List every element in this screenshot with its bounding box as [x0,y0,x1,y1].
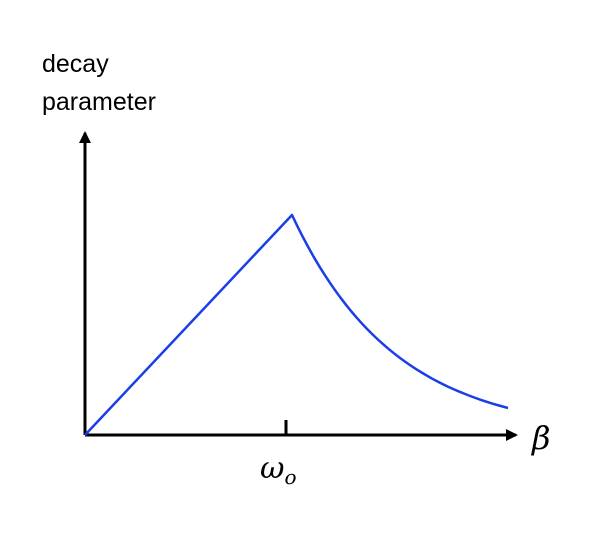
y-axis-label-line-2: parameter [42,88,156,116]
x-tick-label: ωo [260,451,297,489]
x-tick-label-subscript: o [284,465,296,489]
series-line [84,213,509,436]
x-tick-label-main: ω [260,451,284,486]
x-axis-label: β [531,419,551,457]
y-axis-label-line-1: decay [42,50,109,78]
